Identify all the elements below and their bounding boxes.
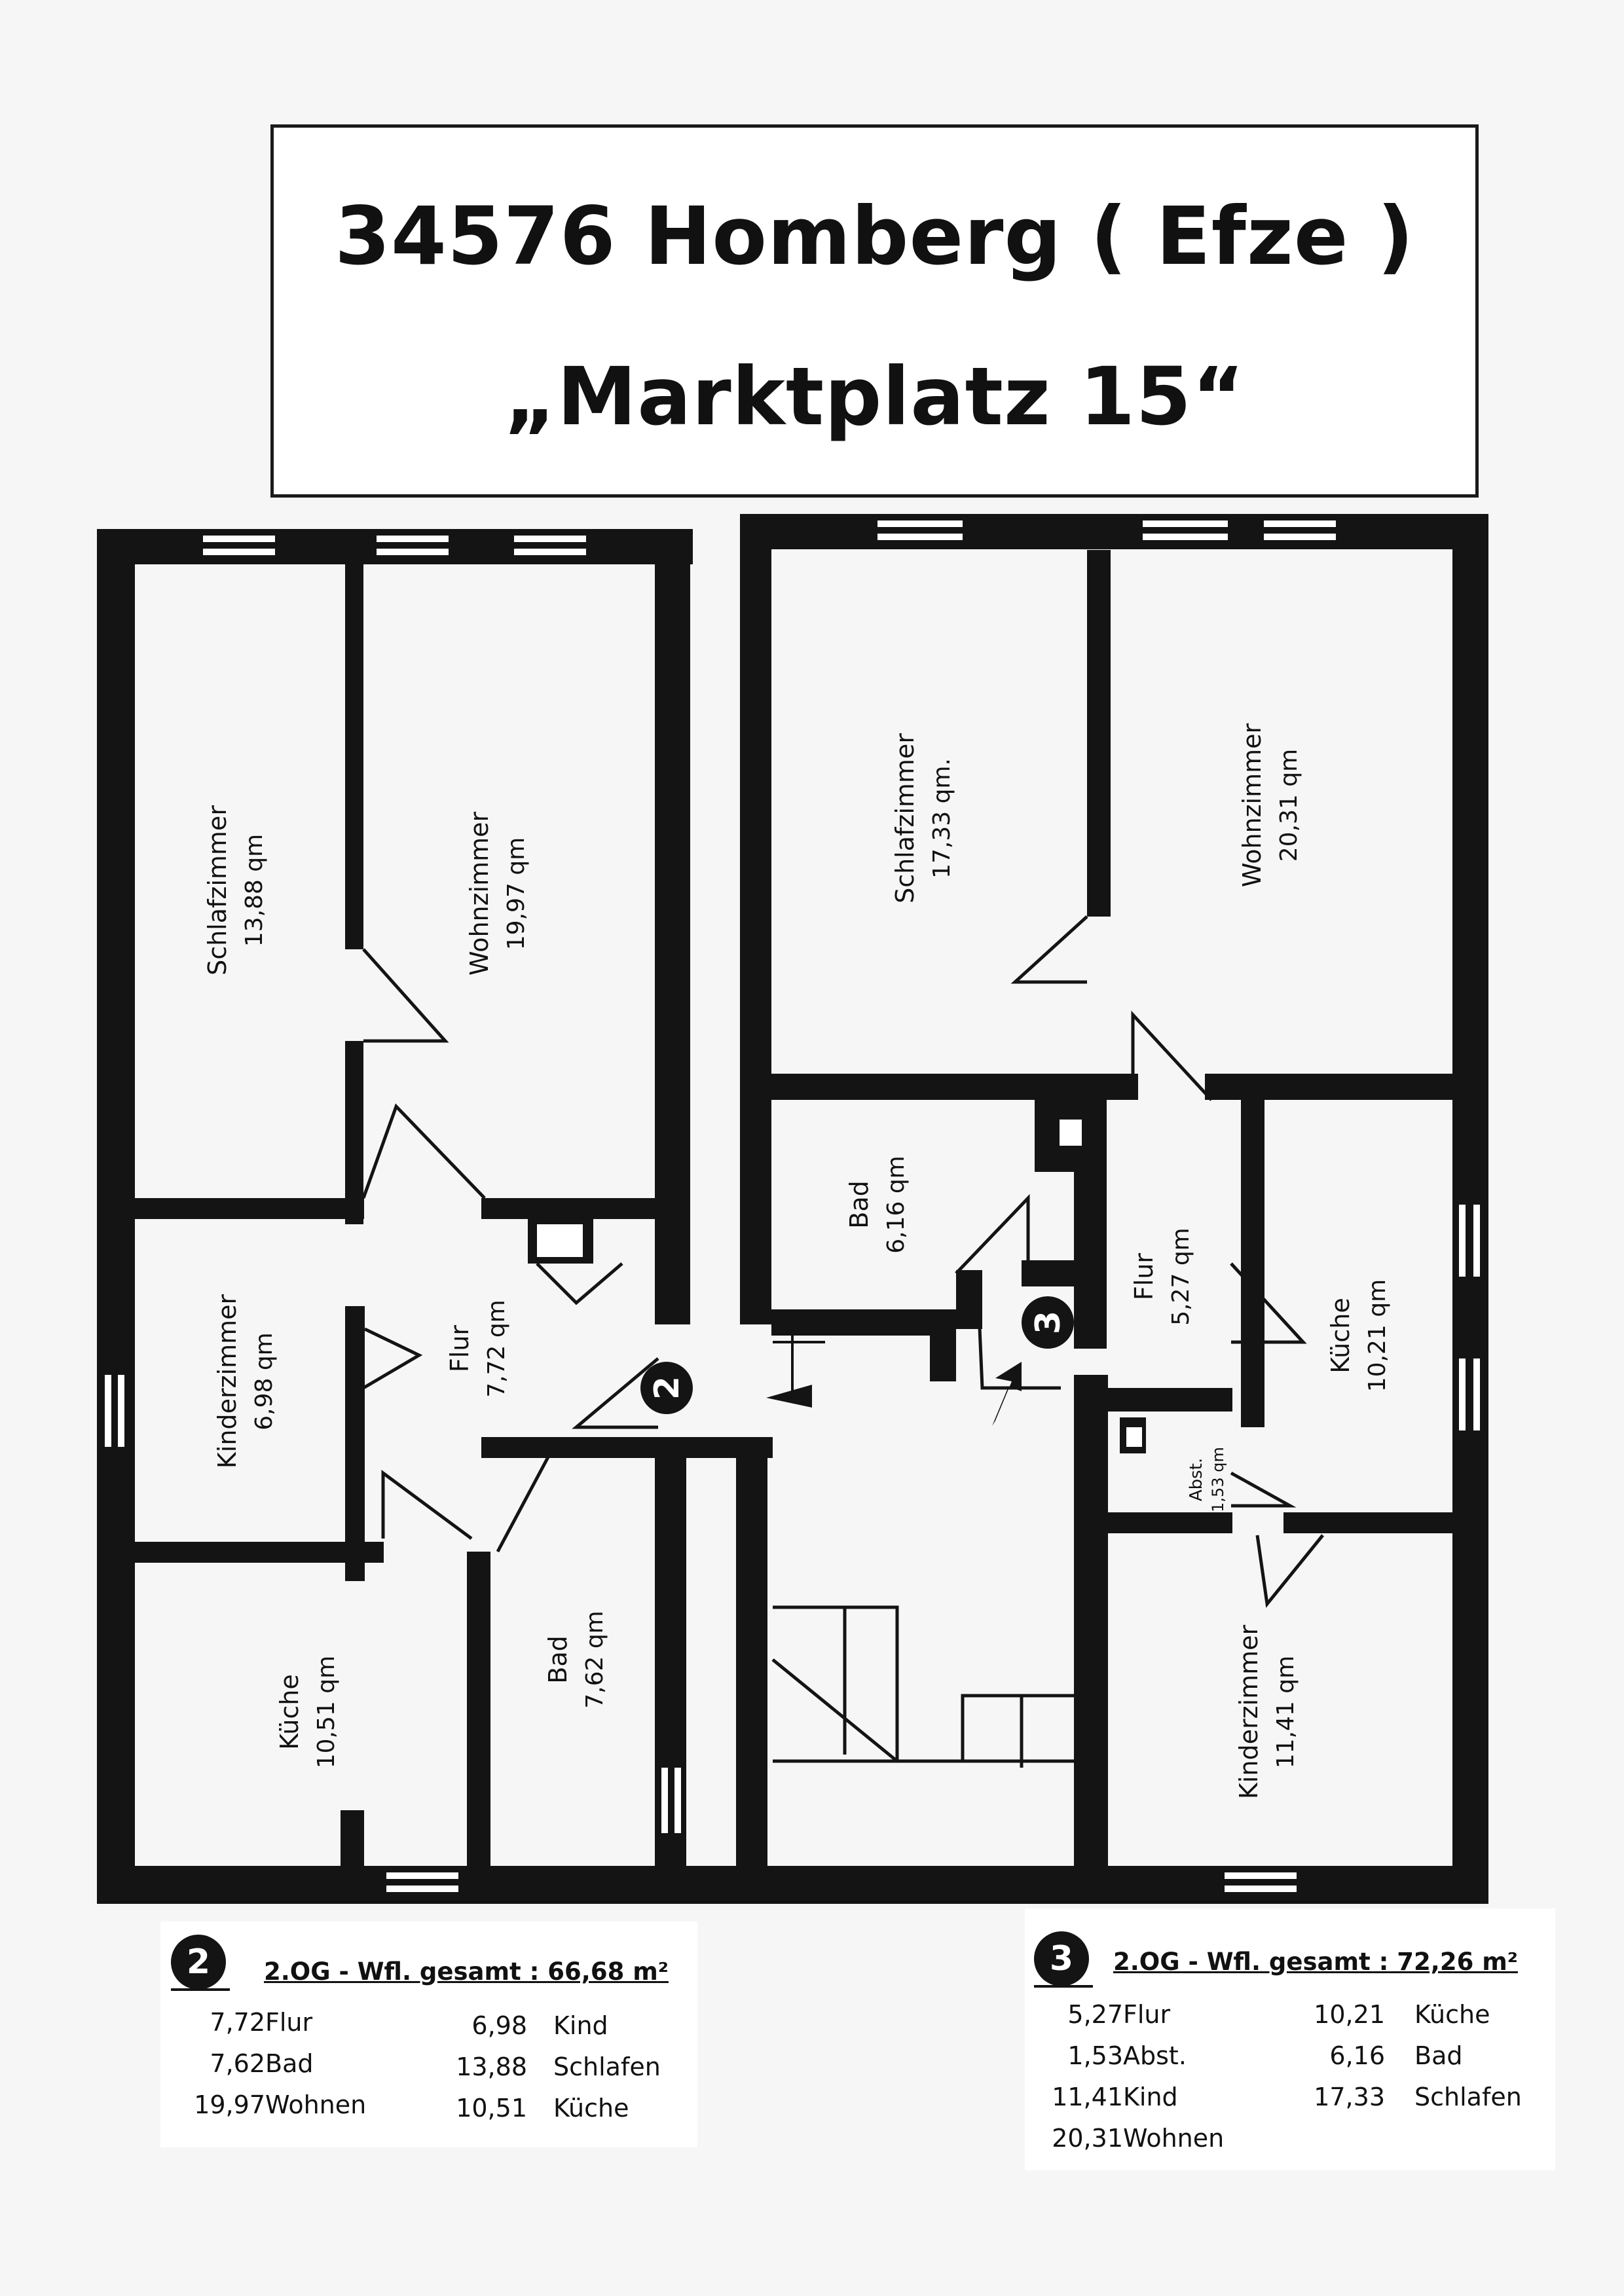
- legend-3-value-bad: 6,16: [1329, 2041, 1385, 2070]
- legend-3-value-kind: 11,41: [1052, 2083, 1123, 2111]
- apartment-2-entrance-badge: [640, 1362, 693, 1414]
- legend-3-value-flur: 5,27: [1067, 2000, 1123, 2029]
- legend-2-name-schlafen: Schlafen: [553, 2052, 661, 2081]
- legend-3-name-kind: Kind: [1123, 2083, 1178, 2111]
- legend-apartment-3: 3 2.OG - Wfl. gesamt : 72,26 m² 5,27 Flu…: [1025, 1908, 1555, 2170]
- legend-2-name-bad: Bad: [265, 2049, 314, 2078]
- room-area-wohnzimmer-3: 20,31 qm: [1276, 749, 1302, 862]
- room-label-kinderzimmer-2: Kinderzimmer: [213, 1294, 242, 1469]
- legend-3-name-abst: Abst.: [1123, 2041, 1187, 2070]
- plan-door-swings: [361, 915, 1324, 1609]
- legend-3-name-wohnen: Wohnen: [1123, 2124, 1225, 2153]
- legend-2-value-flur: 7,72: [210, 2008, 265, 2037]
- legend-2-value-kind: 6,98: [471, 2011, 527, 2040]
- room-label-flur-3: Flur: [1130, 1253, 1158, 1300]
- legend-2-value-schlafen: 13,88: [456, 2052, 527, 2081]
- legend-2-name-kind: Kind: [553, 2011, 608, 2040]
- room-area-kueche-2: 10,51 qm: [313, 1656, 340, 1768]
- legend-2-badge: 2: [171, 1935, 226, 1990]
- room-area-kinderzimmer-3: 11,41 qm: [1272, 1656, 1299, 1768]
- room-area-flur-2: 7,72 qm: [483, 1300, 510, 1398]
- room-area-bad-2: 7,62 qm: [581, 1611, 608, 1709]
- legend-2-rule: [171, 1988, 230, 1991]
- legend-3-value-kueche: 10,21: [1314, 2000, 1385, 2029]
- room-label-kinderzimmer-3: Kinderzimmer: [1234, 1625, 1263, 1800]
- apartment-3-badge-number: 3: [1029, 1311, 1068, 1334]
- room-area-schlafzimmer-2: 13,88 qm: [241, 834, 268, 947]
- apartment-2-labels: Schlafzimmer 13,88 qm Wohnzimmer 19,97 q…: [203, 805, 693, 1768]
- legend-3-value-abst: 1,53: [1067, 2041, 1123, 2070]
- room-area-bad-3: 6,16 qm: [883, 1156, 910, 1254]
- room-label-wohnzimmer-3: Wohnzimmer: [1238, 723, 1266, 887]
- apartment-3-entrance-badge: [1022, 1296, 1074, 1349]
- plan-windows: [105, 520, 1480, 1892]
- legend-3-name-flur: Flur: [1123, 2000, 1171, 2029]
- legend-2-value-bad: 7,62: [210, 2049, 265, 2078]
- legend-3-name-schlafen: Schlafen: [1414, 2083, 1522, 2111]
- room-label-schlafzimmer-2: Schlafzimmer: [203, 805, 232, 975]
- room-area-kinderzimmer-2: 6,98 qm: [251, 1332, 278, 1430]
- room-area-flur-3: 5,27 qm: [1168, 1228, 1194, 1326]
- legend-3-name-bad: Bad: [1414, 2041, 1463, 2070]
- room-area-abst-3: 1,53 qm: [1209, 1447, 1227, 1512]
- room-label-kueche-3: Küche: [1326, 1298, 1355, 1373]
- legend-2-value-wohnen: 19,97: [194, 2090, 265, 2119]
- legend-3-badge: 3: [1034, 1931, 1089, 1986]
- legend-2-name-kueche: Küche: [553, 2094, 629, 2123]
- room-label-bad-2: Bad: [544, 1635, 572, 1683]
- legend-2-name-flur: Flur: [265, 2008, 313, 2037]
- apartment-3-labels: Schlafzimmer 17,33 qm. Wohnzimmer 20,31 …: [845, 723, 1391, 1799]
- room-area-wohnzimmer-2: 19,97 qm: [503, 837, 530, 950]
- plan-stairs: [771, 1336, 1074, 1768]
- legend-3-value-wohnen: 20,31: [1052, 2124, 1123, 2153]
- room-area-kueche-3: 10,21 qm: [1364, 1279, 1391, 1392]
- legend-apartment-2: 2 2.OG - Wfl. gesamt : 66,68 m² 7,72 Flu…: [160, 1922, 697, 2147]
- legend-3-heading: 2.OG - Wfl. gesamt : 72,26 m²: [1113, 1948, 1518, 1976]
- legend-2-value-kueche: 10,51: [456, 2094, 527, 2123]
- legend-2-name-wohnen: Wohnen: [265, 2090, 367, 2119]
- room-label-kueche-2: Küche: [275, 1674, 304, 1749]
- legend-3-value-schlafen: 17,33: [1314, 2083, 1385, 2111]
- title-postcode-city: 34576 Homberg ( Efze ): [335, 190, 1414, 283]
- legend-2-heading: 2.OG - Wfl. gesamt : 66,68 m²: [264, 1958, 669, 1986]
- room-label-bad-3: Bad: [845, 1180, 874, 1228]
- title-box: 34576 Homberg ( Efze ) „Marktplatz 15“: [270, 124, 1479, 498]
- room-label-schlafzimmer-3: Schlafzimmer: [891, 733, 919, 903]
- title-street-address: „Marktplatz 15“: [504, 350, 1246, 443]
- room-area-schlafzimmer-3: 17,33 qm.: [929, 758, 955, 879]
- legend-3-name-kueche: Küche: [1414, 2000, 1490, 2029]
- room-label-wohnzimmer-2: Wohnzimmer: [465, 811, 494, 975]
- legend-3-rule: [1034, 1985, 1093, 1988]
- room-label-flur-2: Flur: [445, 1325, 474, 1372]
- apartment-2-badge-number: 2: [648, 1376, 687, 1400]
- plan-walls: [97, 514, 1488, 1904]
- entrance-arrows: [766, 1362, 1022, 1426]
- room-label-abst-3: Abst.: [1187, 1458, 1206, 1501]
